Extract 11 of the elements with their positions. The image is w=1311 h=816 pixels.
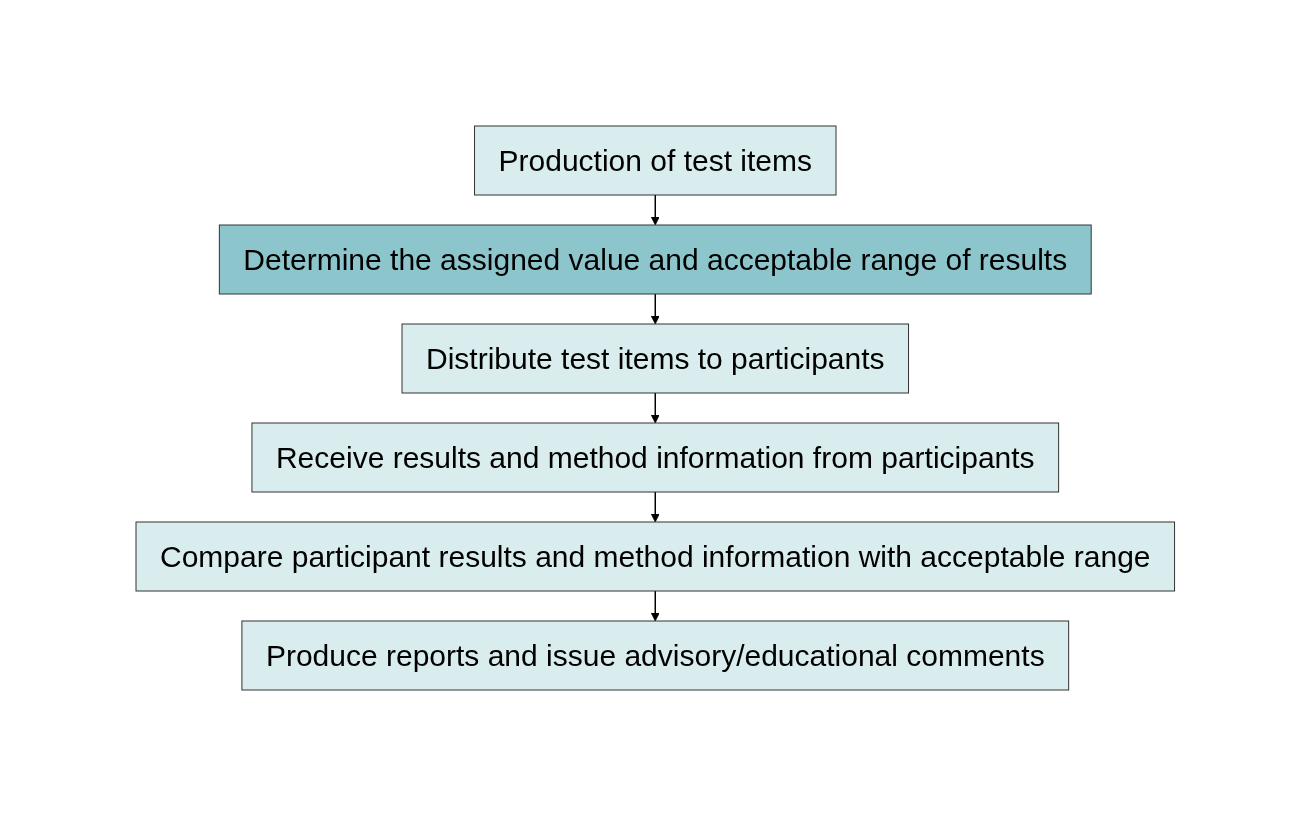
node-box: Distribute test items to participants <box>401 323 910 394</box>
arrow <box>651 392 660 424</box>
node-box: Determine the assigned value and acceptable range of results <box>219 224 1092 295</box>
arrow <box>651 491 660 523</box>
node-box: Produce reports and issue advisory/educational comments <box>241 620 1070 691</box>
arrow <box>651 590 660 622</box>
node-box: Receive results and method information from participants <box>251 422 1060 493</box>
node-box: Production of test items <box>474 125 837 196</box>
arrow <box>651 293 660 325</box>
node-box: Compare participant results and method information with acceptable range <box>135 521 1176 592</box>
arrow <box>651 194 660 226</box>
